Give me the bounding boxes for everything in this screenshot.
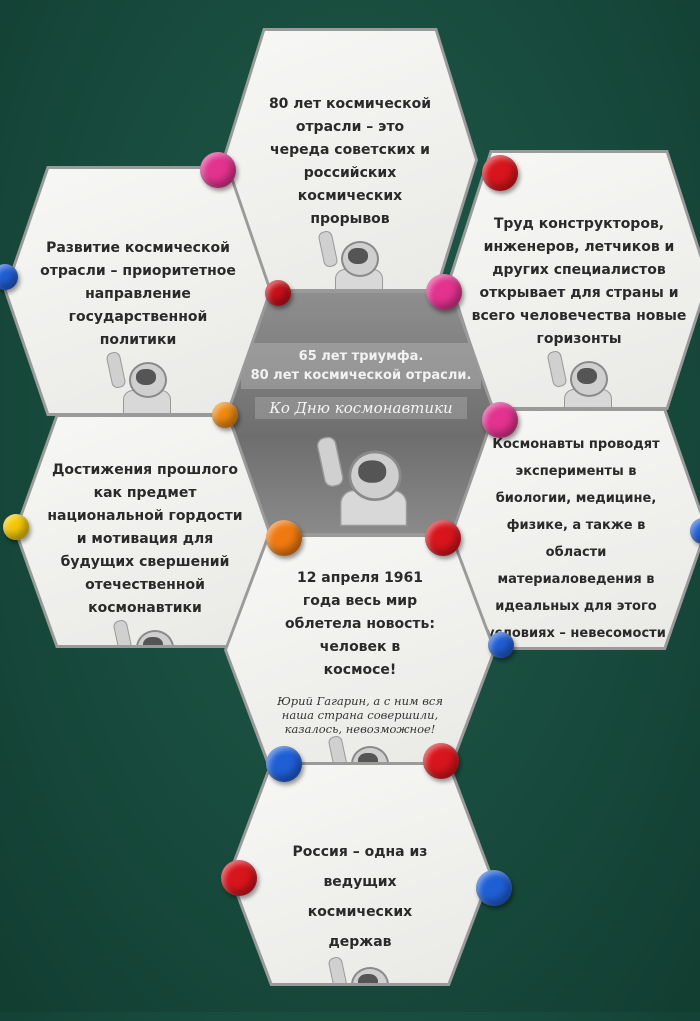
card-text: Россия – одна из ведущих космических дер… (292, 844, 428, 950)
astronaut-icon (110, 618, 180, 645)
magnet-yellow (3, 514, 29, 540)
magnet-blue (0, 264, 18, 290)
magnet-red (221, 860, 257, 896)
hex-card-face: Россия – одна из ведущих космических дер… (231, 765, 489, 983)
card-text: Космонавты проводят эксперименты в биоло… (486, 437, 666, 641)
magnet-pink (200, 152, 236, 188)
magnet-pink (482, 402, 518, 438)
astronaut-icon (325, 734, 395, 763)
astronaut-icon (312, 435, 410, 527)
card-text: 80 лет космической отрасли – это череда … (268, 96, 432, 227)
hex-card-right-lower: Космонавты проводят эксперименты в биоло… (444, 408, 700, 650)
hex-card-bottom-middle: 12 апреля 1961 года весь мир облетела но… (224, 534, 496, 766)
hex-card-face: 80 лет космической отрасли – это череда … (225, 31, 475, 289)
hex-card-face: 12 апреля 1961 года весь мир облетела но… (227, 537, 493, 763)
hex-card-left-upper: Развитие космической отрасли – приоритет… (4, 166, 272, 416)
astronaut-icon (103, 350, 173, 413)
magnet-blue (488, 632, 514, 658)
cosmonautics-day-title: Ко Дню космонавтики (255, 397, 467, 419)
magnet-red (265, 280, 291, 306)
hex-card-bottom: Россия – одна из ведущих космических дер… (228, 762, 492, 986)
magnet-orange (212, 402, 238, 428)
magnet-blue (690, 518, 700, 544)
card-text: Труд конструкторов, инженеров, летчиков … (471, 216, 687, 347)
hex-card-face: Труд конструкторов, инженеров, летчиков … (451, 153, 700, 407)
card-text: Достижения прошлого как предмет национал… (47, 462, 243, 616)
magnet-blue (476, 870, 512, 906)
magnet-smiley (266, 520, 302, 556)
magnet-red (423, 743, 459, 779)
hex-card-right-upper: Труд конструкторов, инженеров, летчиков … (448, 150, 700, 410)
hex-card-face: Космонавты проводят эксперименты в биоло… (447, 411, 700, 647)
hex-card-center: 65 лет триумфа. 80 лет космической отрас… (226, 290, 496, 536)
hex-card-left-lower: Достижения прошлого как предмет национал… (14, 414, 276, 648)
astronaut-icon (544, 349, 614, 407)
hex-card-face: 65 лет триумфа. 80 лет космической отрас… (229, 293, 493, 533)
card-text: 12 апреля 1961 года весь мир облетела но… (285, 570, 435, 678)
banner-line-2: 80 лет космической отрасли. (250, 368, 472, 383)
magnet-pink (426, 274, 462, 310)
hex-card-face: Достижения прошлого как предмет национал… (17, 417, 273, 645)
banner-line-1: 65 лет триумфа. (298, 349, 424, 364)
hex-card-face: Развитие космической отрасли – приоритет… (7, 169, 269, 413)
magnet-blue (266, 746, 302, 782)
gagarin-quote: Юрий Гагарин, а с ним вся наша страна со… (277, 694, 443, 736)
astronaut-icon (325, 955, 395, 983)
card-text: Развитие космической отрасли – приоритет… (40, 240, 236, 348)
hex-card-top: 80 лет космической отрасли – это череда … (222, 28, 478, 292)
astronaut-icon (315, 229, 385, 289)
center-banner: 65 лет триумфа. 80 лет космической отрас… (240, 343, 482, 389)
magnet-red (482, 155, 518, 191)
magnet-red (425, 520, 461, 556)
